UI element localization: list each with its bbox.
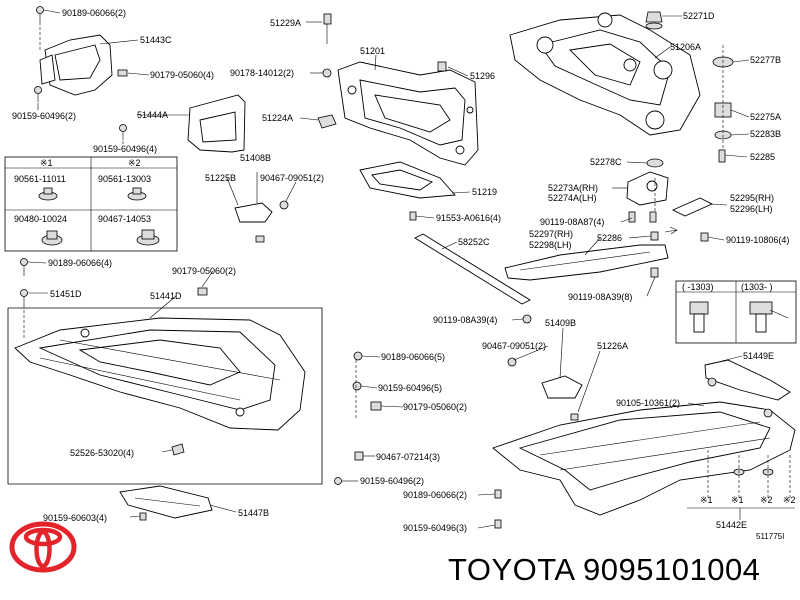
part-number: 9095101004 — [583, 552, 761, 587]
part-label: 58252C — [458, 237, 490, 247]
shield-51408b — [234, 200, 289, 243]
part-label: 51409B — [545, 318, 576, 328]
fastener-icons-upper-left — [34, 6, 128, 140]
legend-cell: 90561-11011 — [14, 174, 66, 184]
part-label: 90159-60603(4) — [43, 513, 107, 523]
part-label: 52271D — [683, 11, 715, 21]
under-cover-51442e — [492, 401, 796, 516]
plate-51449e — [704, 359, 791, 418]
footer-caption: TOYOTA 9095101004 — [448, 552, 760, 588]
part-label: 52283B — [750, 129, 781, 139]
legend-cell: 90480-10024 — [14, 214, 67, 224]
part-label: 52273A(RH) — [548, 183, 598, 193]
part-label: 51225B — [205, 173, 236, 183]
marker: ※2 — [783, 495, 796, 505]
part-label: 90119-08A87(4) — [540, 217, 604, 227]
part-label: 91553-A0616(4) — [436, 213, 501, 223]
cover-51219 — [359, 161, 456, 199]
part-label: 90105-10361(2) — [616, 398, 680, 408]
part-label: 90189-06066(2) — [62, 8, 126, 18]
legend-header: ※2 — [128, 158, 141, 168]
part-label: 90179-05060(2) — [403, 402, 467, 412]
bracket-51444a — [187, 94, 246, 153]
part-label: 52278C — [590, 157, 622, 167]
part-label: 51219 — [472, 187, 497, 197]
bracket-52295 — [671, 197, 714, 217]
part-label: 51408B — [240, 153, 271, 163]
part-label: 90119-08A39(4) — [433, 315, 497, 325]
part-label: 52275A — [750, 112, 781, 122]
arm-52297 — [504, 244, 669, 281]
part-label: 90119-08A39(8) — [568, 292, 632, 302]
part-label: 51442E — [716, 520, 747, 530]
diagram-ref-code: 511775I — [756, 532, 785, 541]
marker: ※1 — [700, 495, 713, 505]
part-label: 52285 — [750, 152, 775, 162]
part-label: 51226A — [597, 341, 628, 351]
part-label: 90179-05060(2) — [172, 266, 236, 276]
brace-58252c — [414, 233, 531, 305]
lower-left-box — [7, 307, 323, 485]
part-label: 51444A — [137, 110, 168, 120]
brand-name: TOYOTA — [448, 552, 574, 587]
part-label: 51296 — [470, 71, 495, 81]
part-label: 90189-06066(5) — [381, 352, 445, 362]
part-label: 90159-60496(2) — [12, 111, 76, 121]
marker: ※1 — [731, 495, 744, 505]
part-label: 90467-07214(3) — [376, 452, 440, 462]
part-label: 52277B — [750, 55, 781, 65]
legend-cell: 90561-13003 — [98, 174, 151, 184]
legend-table-text: ※1 ※2 90561-11011 90561-13003 90480-1002… — [14, 158, 151, 224]
under-cover-51441d — [14, 317, 306, 431]
mount-52273a — [626, 171, 669, 206]
part-label: 90159-60496(4) — [93, 144, 157, 154]
legend-cell: 90467-14053 — [98, 214, 151, 224]
part-label: 52526-53020(4) — [70, 448, 134, 458]
legend-header: ※1 — [40, 158, 53, 168]
part-label: 51449E — [743, 351, 774, 361]
part-label: 90119-10806(4) — [726, 235, 789, 245]
part-label: 51206A — [670, 42, 701, 52]
part-label: 90179-05060(4) — [150, 70, 214, 80]
bracket-51443c — [39, 34, 113, 96]
inset-box-text: ( -1303) (1303- ) — [682, 282, 773, 292]
part-label: 90467-09051(2) — [482, 341, 546, 351]
shield-51409b — [507, 314, 583, 421]
part-label: 51447B — [238, 508, 269, 518]
subframe-51206a — [509, 12, 701, 136]
part-label: 52286 — [597, 233, 622, 243]
marker: ※2 — [760, 495, 773, 505]
inset-header: (1303- ) — [741, 282, 773, 292]
legend-table — [4, 156, 178, 252]
toyota-logo-icon — [9, 521, 77, 573]
part-label: 52298(LH) — [529, 240, 572, 250]
part-label: 51451D — [50, 289, 82, 299]
part-label: 90467-09051(2) — [260, 173, 324, 183]
fastener-icons-lower-left — [20, 258, 382, 485]
part-label: 90189-06066(4) — [48, 258, 112, 268]
part-label: 51224A — [262, 113, 293, 123]
inset-header: ( -1303) — [682, 282, 714, 292]
part-label: 52296(LH) — [730, 204, 773, 214]
part-label: 51201 — [360, 46, 385, 56]
part-label: 52295(RH) — [730, 193, 774, 203]
part-label: 51229A — [270, 18, 301, 28]
part-label: 90159-60496(3) — [403, 523, 467, 533]
part-label: 52274A(LH) — [548, 193, 597, 203]
part-label: 90178-14012(2) — [230, 68, 294, 78]
part-label: 90159-60496(5) — [378, 383, 442, 393]
part-label: 90159-60496(2) — [360, 476, 424, 486]
markers: ※1 ※1 ※2 ※2 — [700, 495, 796, 505]
part-label: 51443C — [140, 35, 172, 45]
part-label: 51441D — [150, 291, 182, 301]
fastener-icons-center-top — [317, 13, 447, 129]
bushing-icons-right — [645, 11, 734, 168]
plate-51447b — [119, 485, 213, 519]
crossmember-51201 — [337, 61, 479, 166]
inset-box — [675, 280, 797, 344]
part-label: 52297(RH) — [529, 229, 573, 239]
part-label: 90189-06066(2) — [403, 490, 467, 500]
part-labels: 90189-06066(2) 51443C 90179-05060(4) 901… — [12, 8, 789, 533]
